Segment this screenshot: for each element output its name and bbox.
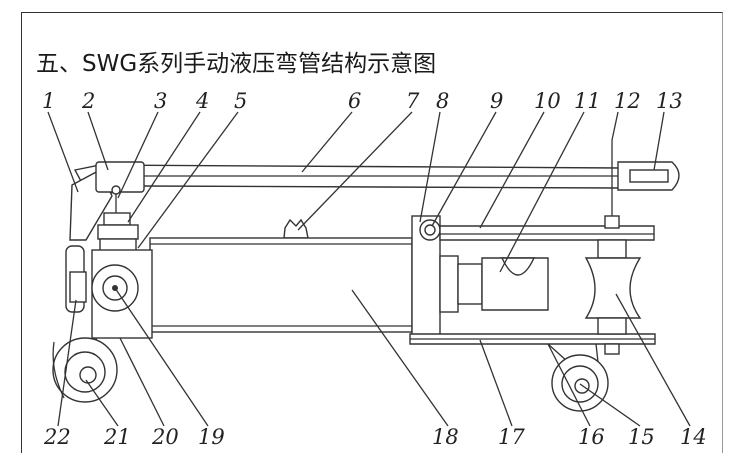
part-number-14: 14 <box>680 425 707 449</box>
part-number-9: 9 <box>490 89 503 113</box>
part-number-5: 5 <box>234 89 247 113</box>
part-number-15: 15 <box>628 425 655 449</box>
part-number-21: 21 <box>103 425 131 449</box>
lever-arm <box>69 161 145 241</box>
handle <box>73 161 680 199</box>
part-number-13: 13 <box>656 89 683 113</box>
cylinder-body <box>149 237 413 333</box>
part-number-20: 20 <box>151 425 179 449</box>
release-valve <box>65 245 87 313</box>
part-number-6: 6 <box>348 89 361 113</box>
frame-plates <box>409 225 656 345</box>
part-number-1: 1 <box>42 89 55 113</box>
left-wheel <box>52 337 118 403</box>
pump-base <box>91 249 153 339</box>
leader-lines <box>47 111 691 427</box>
bending-die <box>439 255 549 313</box>
part-number-4: 4 <box>195 89 209 113</box>
part-number-10: 10 <box>534 89 561 113</box>
drawing-frame <box>21 12 723 453</box>
part-number-12: 12 <box>614 89 641 113</box>
part-number-18: 18 <box>432 425 459 449</box>
page-title: 五、SWG系列手动液压弯管结构示意图 <box>36 51 437 77</box>
pump <box>97 194 139 252</box>
part-number-16: 16 <box>578 425 605 449</box>
head-block <box>411 215 441 337</box>
part-number-11: 11 <box>574 89 601 113</box>
right-wheel <box>547 343 609 412</box>
part-number-17: 17 <box>498 425 525 449</box>
part-number-19: 19 <box>198 425 225 449</box>
roller-assembly <box>584 140 642 355</box>
top-part-numbers: 1 2 3 4 5 6 7 8 9 10 11 12 13 <box>42 89 683 113</box>
part-number-3: 3 <box>154 89 167 113</box>
part-number-8: 8 <box>436 89 449 113</box>
part-number-2: 2 <box>81 89 95 113</box>
part-number-22: 22 <box>43 425 71 449</box>
bottom-part-numbers: 22 21 20 19 18 17 16 15 14 <box>43 425 707 449</box>
part-number-7: 7 <box>406 89 420 113</box>
